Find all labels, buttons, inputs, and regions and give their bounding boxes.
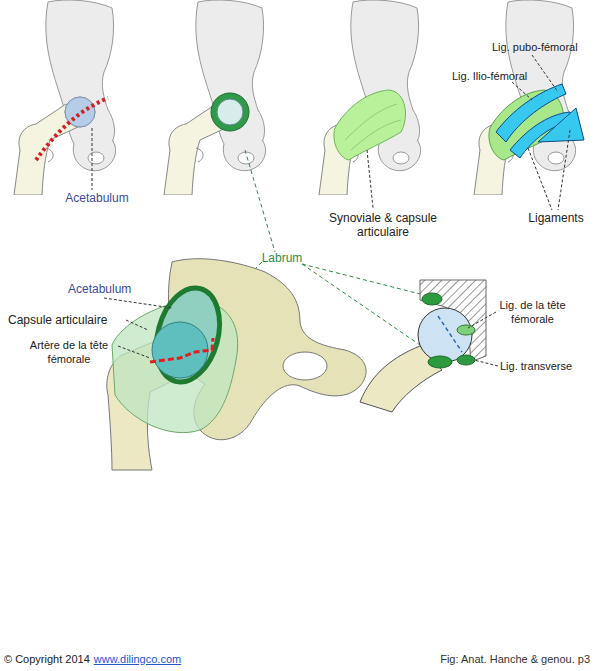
part-label: Labrum: [242, 251, 322, 265]
hip-panel-acetabulum: [14, 0, 116, 195]
hip-bones: [474, 0, 576, 195]
obturator-foramen: [283, 352, 327, 380]
part-label: Capsule articulaire: [8, 313, 138, 327]
joint-capsule: [334, 90, 406, 160]
labrum-ring: [211, 93, 249, 131]
labrum-section: [422, 293, 442, 305]
cut-line: [36, 98, 108, 160]
hip-bones: [319, 0, 421, 195]
transverse-ligament: [457, 355, 475, 365]
capsule-folds: [345, 104, 401, 150]
ligament-label: Lig. Ilio-fémoral: [452, 69, 547, 83]
labrum-ring: [147, 281, 230, 389]
ligament-label: Lig. de la tête fémorale: [480, 298, 585, 326]
leader-line: [512, 82, 532, 100]
ligament-section: [457, 325, 475, 335]
hip-joint-detail: [104, 259, 366, 470]
part-label: Artère de la tête fémorale: [14, 338, 124, 366]
leader-line: [468, 312, 496, 328]
part-label: Acetabulum: [68, 282, 178, 296]
leader-line: [245, 150, 275, 252]
femoral-head: [217, 99, 243, 125]
labrum-section: [428, 356, 452, 368]
leader-line: [126, 320, 148, 330]
hip-bones: [164, 0, 266, 195]
leader-line: [302, 264, 436, 356]
hip-section: [360, 280, 498, 412]
leader-line: [302, 264, 428, 296]
ligament-label: Lig. transverse: [500, 359, 595, 373]
leader-line: [474, 360, 498, 366]
website-link: www.dilingco.com: [94, 652, 214, 666]
leader-line: [118, 346, 150, 358]
ligament-head: [438, 316, 462, 352]
leader-line: [532, 55, 558, 92]
part-label: Ligaments: [506, 211, 595, 225]
leader-line: [367, 150, 373, 208]
ligament-label: Lig. pubo-fémoral: [492, 40, 592, 54]
femoral-head: [152, 322, 208, 378]
pubofemoral-ligament: [538, 108, 584, 142]
hip-panel-labrum: [164, 0, 266, 195]
figure-reference: Fig: Anat. Hanche & genou. p3: [400, 652, 590, 666]
part-label: Acetabulum: [47, 191, 147, 205]
hip-panel-capsule: [319, 0, 421, 208]
leader-line: [104, 298, 172, 308]
hip-panel-ligaments: [474, 0, 584, 210]
leader-line: [558, 130, 570, 210]
leader-line: [92, 128, 93, 190]
hip-bones: [14, 0, 116, 195]
part-label: Synoviale & capsule articulaire: [313, 211, 453, 239]
leader-line: [528, 148, 552, 210]
artery: [150, 338, 213, 362]
